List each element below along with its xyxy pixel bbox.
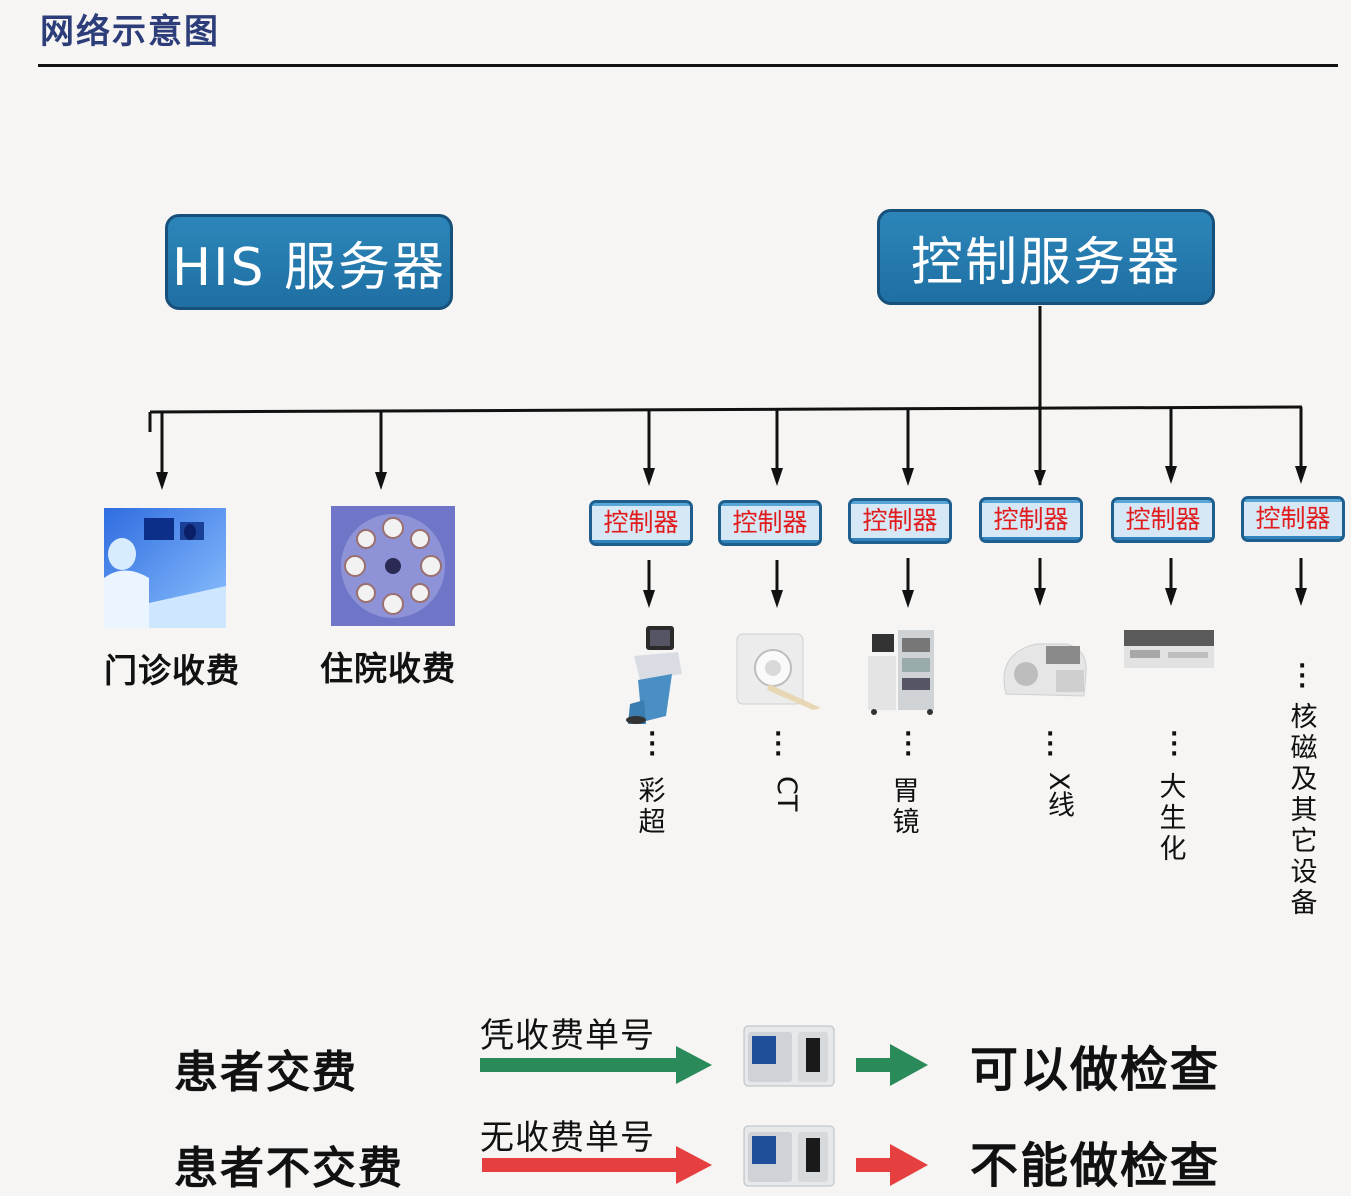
inpatient-charge-label: 住院收费 [320,649,456,688]
controller-unit-image [742,1124,836,1192]
controller-box: 控制器 [979,497,1083,543]
device-label-mri: 核磁及其它设备 [1290,702,1318,919]
bus-line [149,405,1303,414]
his-server-box: HIS 服务器 [165,214,453,310]
flow-subject-unpaid: 患者不交费 [174,1143,404,1194]
ellipsis-mri: ··· [1298,654,1307,699]
drop-arrowheads [156,466,1307,490]
title-rule [38,64,1338,67]
outpatient-photo [104,508,226,628]
page-title: 网络示意图 [40,12,220,52]
controller-label: 控制器 [1244,502,1342,536]
controller-label: 控制器 [982,503,1080,537]
device-label-xray: X线 [1043,772,1074,818]
device-label-biochem: 大生化 [1159,772,1187,865]
ellipsis-gastroscope: ··· [904,722,913,767]
outpatient-charge-label: 门诊收费 [104,651,240,690]
ellipsis-ct: ··· [774,722,783,767]
gastroscope-device-image [864,628,942,720]
flow-subject-paid: 患者交费 [174,1047,358,1098]
controller-label: 控制器 [1114,503,1212,537]
ellipsis-ultrasound: ··· [648,722,657,767]
device-label-ct: CT [771,776,802,812]
flow-arrow-green [480,1044,928,1086]
ct-device-image [733,630,823,716]
controller-label: 控制器 [851,504,949,538]
controller-label: 控制器 [721,506,819,540]
flow-arrow-red [482,1144,928,1186]
controller-label: 控制器 [592,506,690,540]
his-server-label: HIS 服务器 [172,237,446,298]
flow-condition-unpaid: 无收费单号 [480,1118,655,1158]
xray-device-image [996,634,1092,710]
ellipsis-xray: ··· [1046,722,1055,767]
controller-unit-image [742,1024,836,1092]
device-arrows [647,558,1303,594]
flow-result-unpaid: 不能做检查 [970,1138,1221,1194]
controller-box: 控制器 [718,500,822,546]
controller-box: 控制器 [1241,496,1345,542]
inpatient-photo [331,506,455,626]
device-label-ultrasound: 彩超 [638,776,666,838]
flow-condition-paid: 凭收费单号 [480,1016,655,1056]
device-label-gastroscope: 胃镜 [892,776,920,838]
ellipsis-biochem: ··· [1170,722,1179,767]
flow-result-paid: 可以做检查 [970,1042,1221,1098]
control-server-box: 控制服务器 [877,209,1215,305]
controller-box: 控制器 [1111,497,1215,543]
biochemistry-analyzer-image [1122,628,1216,678]
drop-arrows [148,407,1303,476]
control-server-label: 控制服务器 [910,232,1181,293]
controller-box: 控制器 [589,500,693,546]
ultrasound-device-image [616,626,686,730]
controller-box: 控制器 [848,498,952,544]
